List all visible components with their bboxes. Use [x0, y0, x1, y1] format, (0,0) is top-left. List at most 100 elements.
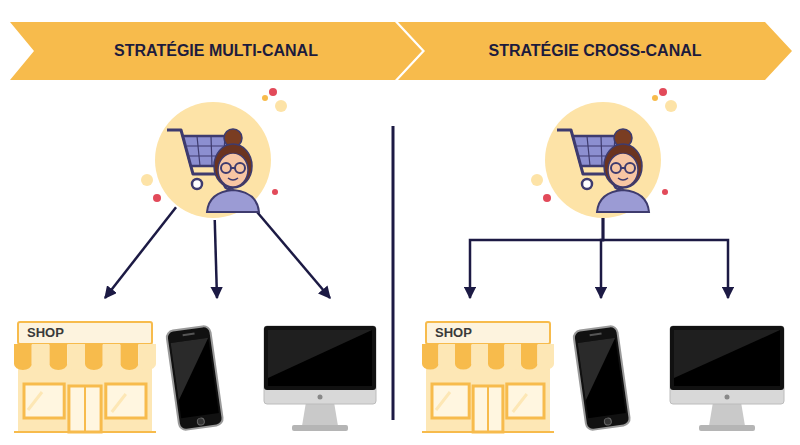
- computer-icon: [262, 298, 378, 434]
- banner-title: STRATÉGIE CROSS-CANAL: [488, 42, 701, 60]
- drawing-part: [10, 22, 422, 80]
- drawing-part: [69, 386, 101, 432]
- drawing-part: [171, 338, 219, 419]
- drawing-part: [264, 326, 376, 390]
- strategy-banner: STRATÉGIE CROSS-CANAL: [398, 22, 792, 80]
- drawing-part: [590, 334, 602, 336]
- drawing-part: [231, 167, 235, 169]
- drawing-part: [155, 102, 271, 218]
- arrow-connector: [603, 218, 728, 298]
- shopper-icon-drawing: [543, 100, 663, 220]
- drawing-part: [543, 194, 551, 202]
- drawing-part: [573, 325, 630, 430]
- drawing-part: [611, 163, 621, 173]
- drawing-part: [85, 364, 103, 370]
- drawing-part: [507, 384, 544, 418]
- drawing-part: [505, 344, 522, 364]
- drawing-part: [398, 22, 792, 80]
- drawing-part: [106, 384, 146, 418]
- drawing-part: [197, 418, 205, 426]
- drawing-part: [670, 326, 784, 404]
- drawing-part: [138, 364, 156, 370]
- computer-icon: [668, 298, 786, 434]
- drawing-part: [505, 364, 522, 370]
- shop-icon-drawing: [418, 298, 558, 434]
- shop-sign: SHOP: [24, 325, 67, 340]
- drawing-part: [67, 364, 85, 370]
- drawing-part: [422, 431, 554, 433]
- drawing-part: [538, 364, 555, 369]
- drawing-part: [228, 178, 238, 180]
- drawing-part: [84, 386, 86, 432]
- drawing-part: [18, 322, 152, 344]
- drawing-part: [455, 344, 472, 364]
- drawing-part: [302, 402, 338, 426]
- drawing-part: [545, 102, 661, 218]
- drawing-part: [18, 364, 152, 432]
- drawing-part: [67, 344, 85, 364]
- drawing-part: [618, 178, 628, 180]
- drawing-part: [674, 330, 780, 378]
- drawing-part: [32, 344, 50, 364]
- drawing-part: [268, 330, 372, 386]
- arrow-connector: [215, 220, 217, 298]
- drawing-part: [50, 344, 68, 364]
- drawing-part: [138, 344, 156, 364]
- drawing-part: [121, 344, 139, 364]
- phone-icon: [165, 298, 225, 432]
- drawing-part: [192, 179, 202, 189]
- drawing-part: [521, 344, 538, 364]
- drawing-part: [659, 88, 667, 96]
- banner-title: STRATÉGIE MULTI-CANAL: [114, 42, 318, 60]
- drawing-part: [166, 325, 223, 430]
- shop-icon: SHOP: [10, 298, 160, 434]
- drawing-part: [121, 364, 139, 370]
- drawing-part: [183, 334, 195, 336]
- drawing-part: [426, 364, 550, 432]
- drawing-part: [488, 344, 505, 364]
- drawing-part: [141, 174, 153, 186]
- drawing-part: [166, 325, 223, 430]
- drawing-part: [426, 322, 550, 344]
- drawing-part: [221, 163, 231, 173]
- computer-icon-drawing: [668, 298, 786, 434]
- shopper-icon-drawing: [153, 100, 273, 220]
- drawing-part: [604, 418, 612, 426]
- drawing-part: [472, 364, 489, 370]
- phone-icon-drawing: [165, 298, 225, 432]
- drawing-part: [14, 344, 32, 364]
- drawing-part: [662, 189, 668, 195]
- drawing-part: [604, 144, 642, 188]
- shop-icon: SHOP: [418, 298, 558, 434]
- drawing-part: [28, 392, 126, 412]
- drawing-part: [436, 392, 527, 412]
- shopper-icon: [543, 100, 663, 220]
- drawing-part: [422, 364, 439, 370]
- drawing-part: [24, 384, 64, 418]
- drawing-part: [318, 395, 323, 400]
- drawing-part: [670, 326, 784, 390]
- drawing-part: [487, 386, 489, 432]
- drawing-part: [472, 344, 489, 364]
- phone-icon-drawing: [572, 298, 634, 432]
- drawing-part: [674, 330, 780, 386]
- drawing-part: [473, 386, 503, 432]
- drawing-part: [32, 364, 50, 370]
- drawing-part: [269, 88, 277, 96]
- drawing-part: [264, 326, 376, 404]
- drawing-part: [488, 364, 505, 370]
- drawing-part: [292, 425, 348, 431]
- drawing-part: [14, 431, 156, 433]
- drawing-part: [214, 144, 252, 188]
- phone-icon: [572, 298, 634, 432]
- drawing-part: [171, 338, 217, 401]
- arrow-connector: [470, 218, 603, 298]
- arrow-connector: [252, 206, 330, 298]
- shop-icon-drawing: [10, 298, 160, 434]
- drawing-part: [235, 163, 245, 173]
- divider-line: [392, 126, 395, 420]
- drawing-part: [582, 179, 592, 189]
- drawing-part: [207, 190, 259, 212]
- drawing-part: [538, 344, 555, 364]
- strategy-banner: STRATÉGIE MULTI-CANAL: [10, 22, 422, 80]
